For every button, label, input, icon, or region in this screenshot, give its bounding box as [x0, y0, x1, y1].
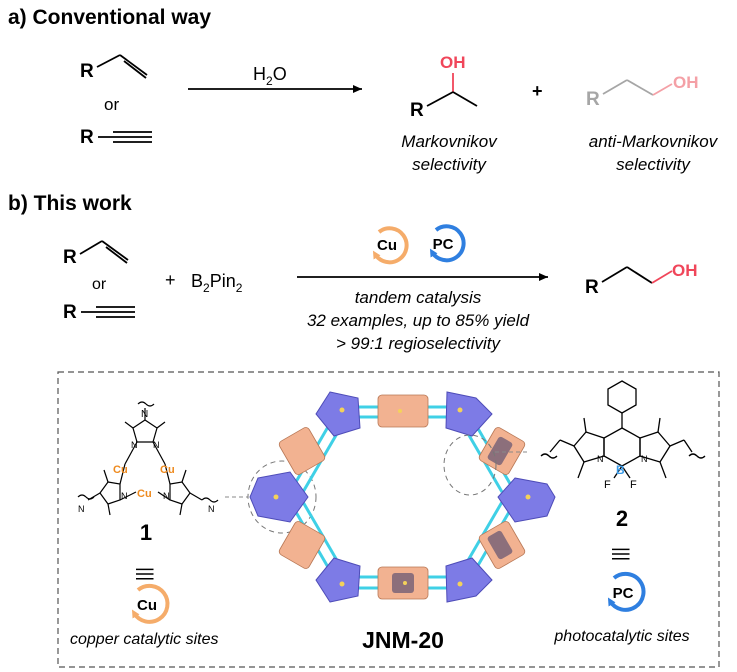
cu-atom-right: Cu [160, 464, 175, 476]
equivalence-symbol-1: ||| [136, 567, 156, 581]
condition-line-1: tandem catalysis [355, 288, 482, 307]
bodipy-n-atom: N [641, 454, 648, 464]
hydroxyl-label: OH [440, 53, 466, 72]
pc-badge-label: PC [433, 236, 454, 253]
b2pin2-reagent: B2Pin2 [191, 271, 243, 295]
section-a-title: a) Conventional way [8, 6, 211, 29]
r-group-label: R [80, 61, 94, 82]
mof-framework [249, 391, 556, 603]
r-group-label: R [586, 89, 600, 110]
mof-name: JNM-20 [362, 627, 444, 653]
cu-atom-center: Cu [137, 488, 152, 500]
or-label: or [104, 95, 119, 114]
section-a: a) Conventional way R or R H2O OH R Mark… [8, 6, 719, 174]
section-b-title: b) This work [8, 192, 132, 215]
r-group-label: R [410, 100, 424, 121]
fluorine-atom: F [604, 479, 611, 491]
bodipy-structure [540, 380, 706, 479]
cu-atom-left: Cu [113, 464, 128, 476]
fluorine-atom: F [630, 479, 637, 491]
r-group-label: R [63, 302, 77, 323]
section-b: b) This work R or R + B2Pin2 Cu PC tande… [8, 192, 698, 353]
plus-sign: + [532, 81, 543, 101]
cu-badge-label: Cu [377, 237, 397, 254]
alkyne-substrate-b: R [63, 302, 135, 323]
photocatalytic-sites-caption: photocatalytic sites [553, 628, 689, 645]
pc-site-badge-label: PC [613, 585, 634, 602]
cu-site-badge-label: Cu [137, 597, 157, 614]
n-atom: N [163, 491, 170, 501]
alkyne-substrate-a: R [80, 127, 152, 148]
boron-atom: B [616, 463, 625, 477]
markovnikov-product: OH R Markovnikov selectivity [401, 53, 498, 174]
condition-line-3: > 99:1 regioselectivity [336, 334, 501, 353]
cu-catalyst-badge: Cu [372, 226, 409, 265]
cu-site-badge: Cu [131, 583, 170, 624]
mof-panel: N N N Cu Cu Cu N N N N 1 ||| Cu copper c… [57, 371, 720, 668]
pc-site-badge: PC [607, 571, 646, 612]
plus-sign: + [165, 270, 176, 290]
n-atom: N [121, 491, 128, 501]
r-group-label: R [63, 247, 77, 268]
n-atom: N [131, 440, 138, 450]
hydroxyl-label: OH [672, 261, 698, 280]
pc-catalyst-badge: PC [429, 224, 466, 263]
water-reagent: H2O [253, 64, 287, 88]
panel-border [57, 371, 720, 668]
right-node-highlight [443, 434, 497, 496]
copper-sites-caption: copper catalytic sites [70, 631, 219, 648]
hydroxyl-label: OH [673, 73, 699, 92]
anti-markovnikov-product: R OH anti-Markovnikov selectivity [586, 73, 719, 174]
alkene-substrate-b: R [63, 240, 129, 268]
compound-2-label: 2 [616, 506, 628, 531]
left-node-highlight [247, 460, 317, 534]
anti-markovnikov-alcohol-product: R OH [585, 261, 698, 298]
bodipy-n-atom: N [597, 454, 604, 464]
equivalence-symbol-2: ||| [612, 547, 632, 561]
n-atom: N [153, 440, 160, 450]
r-group-label: R [80, 127, 94, 148]
markovnikov-label-2: selectivity [412, 155, 487, 174]
or-label: or [92, 276, 107, 293]
anti-markovnikov-label-1: anti-Markovnikov [589, 132, 719, 151]
n-atom-top: N [141, 409, 148, 420]
anti-markovnikov-label-2: selectivity [616, 155, 691, 174]
alkene-substrate-a: R [80, 54, 148, 82]
markovnikov-label-1: Markovnikov [401, 132, 498, 151]
n-atom: N [78, 504, 85, 514]
copper-node-structure [77, 401, 219, 516]
r-group-label: R [585, 277, 599, 298]
n-atom: N [208, 504, 215, 514]
condition-line-2: 32 examples, up to 85% yield [307, 311, 530, 330]
compound-1-label: 1 [140, 520, 152, 545]
